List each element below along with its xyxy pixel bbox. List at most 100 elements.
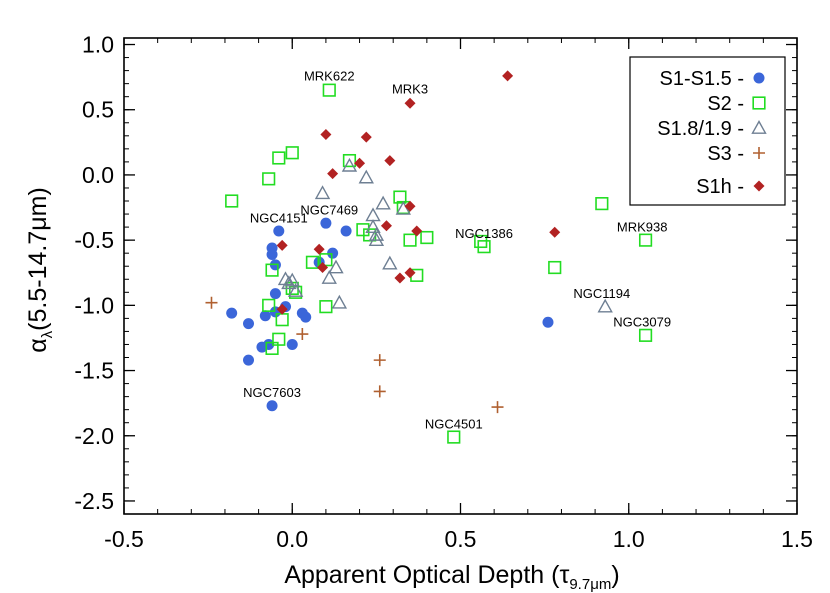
data-point: [320, 129, 332, 141]
x-axis-label: Apparent Optical Depth (τ9.7μm): [284, 561, 619, 593]
data-point: [340, 225, 352, 237]
data-point: [393, 190, 407, 204]
data-point: [365, 219, 381, 233]
data-point: [368, 226, 385, 241]
legend-label: S2 -: [707, 93, 744, 115]
data-point: [276, 303, 288, 315]
data-point: [205, 296, 218, 309]
y-tick-label: -2.0: [74, 423, 114, 449]
data-point: [266, 248, 278, 260]
point-annotation: NGC7603: [243, 385, 301, 400]
x-tick-label: 1.5: [781, 526, 813, 552]
data-point: [272, 332, 286, 346]
legend: S1-S1.5 - S2 - S1.8/1.9 - S3 - S1h -: [629, 56, 786, 206]
data-point: [262, 298, 276, 312]
legend-label: S3 -: [707, 143, 744, 165]
data-point: [331, 294, 348, 309]
data-point: [322, 83, 336, 97]
data-point: [491, 401, 504, 414]
data-point: [502, 70, 514, 82]
data-point: [296, 328, 309, 341]
legend-marker: [753, 147, 765, 159]
point-annotation: MRK3: [392, 81, 428, 96]
point-annotation: NGC3079: [613, 315, 671, 330]
series-s3: [205, 296, 504, 414]
y-tick-label: -2.5: [74, 488, 114, 514]
x-tick-label: 0.0: [276, 526, 308, 552]
legend-marker: [751, 120, 767, 134]
data-point: [342, 153, 357, 168]
legend-marker: [753, 72, 765, 84]
data-point: [384, 155, 396, 167]
data-point: [327, 168, 339, 180]
data-point: [542, 316, 554, 328]
data-point: [313, 243, 325, 255]
data-point: [360, 131, 372, 143]
data-point: [404, 97, 416, 109]
y-tick-label: -1.5: [74, 358, 114, 384]
data-point: [320, 217, 332, 229]
data-point: [243, 318, 255, 330]
point-annotation: MRK622: [304, 68, 355, 83]
legend-label: S1h -: [696, 176, 744, 198]
data-point: [273, 225, 285, 237]
point-annotation: NGC1386: [455, 226, 513, 241]
data-point: [265, 341, 279, 355]
data-point: [394, 272, 406, 284]
data-point: [373, 354, 386, 367]
data-point: [262, 172, 276, 186]
data-point: [404, 200, 416, 212]
data-point: [638, 233, 653, 247]
data-point: [420, 230, 434, 245]
data-point: [365, 207, 381, 222]
series-s1-8-1-9: [277, 157, 613, 313]
point-annotation: NGC7469: [300, 203, 358, 218]
data-point: [287, 283, 304, 297]
data-point: [375, 195, 391, 210]
data-point: [354, 157, 366, 169]
data-point: [272, 151, 286, 165]
data-point: [411, 225, 423, 237]
data-point: [638, 328, 653, 342]
data-point: [321, 270, 337, 284]
data-points: [205, 70, 653, 444]
data-point: [597, 298, 613, 313]
data-point: [358, 169, 374, 184]
data-point: [595, 197, 609, 211]
data-point: [548, 260, 562, 275]
data-point: [265, 263, 279, 277]
data-point: [314, 185, 331, 200]
y-tick-label: 0.0: [82, 162, 114, 188]
series-s1h: [276, 70, 561, 315]
data-point: [403, 233, 417, 247]
data-point: [285, 146, 299, 160]
data-point: [300, 311, 312, 323]
series-s1-s1-5: [226, 217, 554, 412]
point-annotation: NGC4151: [250, 210, 308, 225]
y-axis: -2.5-2.0-1.5-1.0-0.50.00.51.0: [74, 32, 797, 515]
legend-marker: [752, 96, 766, 110]
data-point: [276, 239, 288, 251]
point-annotation: MRK938: [617, 220, 668, 235]
data-point: [269, 288, 281, 300]
data-point: [286, 338, 298, 350]
point-annotation: NGC1194: [573, 286, 630, 301]
y-tick-label: -0.5: [74, 227, 114, 253]
data-point: [328, 259, 344, 274]
data-point: [266, 400, 278, 412]
x-tick-label: -0.5: [104, 526, 144, 552]
data-point: [281, 275, 297, 290]
data-point: [289, 285, 303, 299]
legend-label: S1-S1.5 -: [660, 68, 744, 90]
x-tick-label: 0.5: [445, 526, 477, 552]
data-point: [373, 385, 386, 398]
data-point: [305, 255, 320, 269]
legend-label: S1.8/1.9 -: [657, 118, 744, 140]
y-tick-label: 0.5: [82, 97, 114, 123]
data-point: [259, 310, 271, 322]
y-tick-label: 1.0: [82, 32, 114, 58]
data-point: [243, 354, 255, 366]
data-point: [225, 194, 239, 208]
